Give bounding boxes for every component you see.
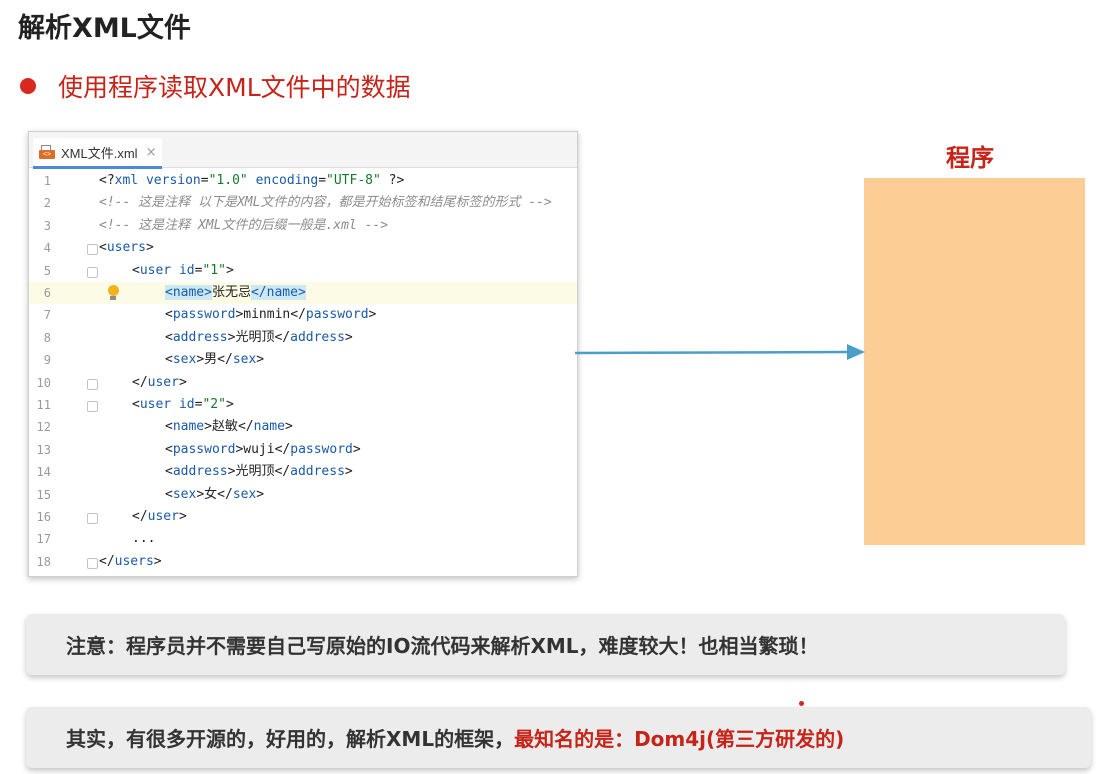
line-number: 18 bbox=[36, 554, 51, 569]
code-line: 18 </users> bbox=[29, 551, 577, 573]
code-text: <sex>男</sex> bbox=[165, 352, 265, 368]
code-line: 2 <!-- 这是注释 以下是XML文件的内容，都是开始标签和结尾标签的形式 --… bbox=[29, 192, 577, 214]
line-number: 10 bbox=[36, 375, 51, 390]
fold-marker-icon[interactable] bbox=[87, 513, 98, 524]
program-title: 程序 bbox=[946, 144, 994, 172]
xml-file-icon: <> bbox=[39, 145, 55, 159]
line-number: 12 bbox=[36, 420, 51, 435]
code-text: <user id="2"> bbox=[132, 397, 234, 412]
code-line: 13 <password>wuji</password> bbox=[29, 439, 577, 461]
fold-marker-icon[interactable] bbox=[87, 378, 98, 390]
line-number: 1 bbox=[43, 174, 51, 188]
code-line: 8 <address>光明顶</address> bbox=[29, 327, 577, 349]
code-editor: <> XML文件.xml × 1 <?xml version="1.0" enco… bbox=[28, 131, 578, 577]
code-text: <password>wuji</password> bbox=[165, 441, 361, 457]
code-line: 11 <user id="2"> bbox=[29, 394, 577, 416]
code-line: 4 <users> bbox=[29, 237, 577, 259]
line-number: 9 bbox=[43, 353, 51, 368]
fold-marker-icon[interactable] bbox=[87, 266, 98, 278]
line-number: 15 bbox=[36, 487, 51, 502]
code-text: <address>光明顶</address> bbox=[165, 464, 353, 480]
code-line: 14 <address>光明顶</address> bbox=[29, 461, 577, 483]
code-text: </user> bbox=[132, 509, 187, 524]
code-text: <user id="1"> bbox=[132, 262, 234, 278]
code-line: 3 <!-- 这是注释 XML文件的后缀一般是.xml --> bbox=[29, 215, 577, 237]
line-number: 4 bbox=[43, 241, 51, 256]
line-number: 2 bbox=[43, 196, 51, 211]
code-text: <name>赵敏</name> bbox=[165, 419, 293, 435]
note-2-highlight: 最知名的是：Dom4j(第三方研发的) bbox=[514, 727, 845, 751]
line-number: 16 bbox=[36, 510, 51, 524]
line-number: 6 bbox=[43, 286, 51, 300]
code-line: 6 <name>张无忌</name> bbox=[29, 282, 577, 304]
note-2-text: 其实，有很多开源的，好用的，解析XML的框架， bbox=[66, 727, 515, 751]
code-line: 1 <?xml version="1.0" encoding="UTF-8" ?> bbox=[29, 170, 577, 192]
line-number: 14 bbox=[36, 465, 51, 480]
code-line: 17... bbox=[29, 528, 577, 550]
fold-marker-icon[interactable] bbox=[87, 557, 98, 569]
code-area[interactable]: 1 <?xml version="1.0" encoding="UTF-8" ?>… bbox=[29, 168, 577, 576]
page-title: 解析XML文件 bbox=[18, 13, 191, 44]
bullet-point: 使用程序读取XML文件中的数据 bbox=[20, 68, 411, 104]
code-text: </user> bbox=[132, 374, 187, 390]
close-icon[interactable]: × bbox=[145, 144, 157, 160]
code-text: <address>光明顶</address> bbox=[165, 329, 353, 345]
lightbulb-icon[interactable] bbox=[107, 285, 119, 301]
code-text: <?xml version="1.0" encoding="UTF-8" ?> bbox=[99, 173, 405, 188]
program-box bbox=[864, 178, 1085, 545]
line-number: 13 bbox=[36, 442, 51, 457]
code-text: <name>张无忌</name> bbox=[165, 285, 306, 300]
code-line: 9 <sex>男</sex> bbox=[29, 349, 577, 371]
tab-label: XML文件.xml bbox=[61, 145, 138, 161]
line-number: 7 bbox=[43, 308, 51, 323]
fold-marker-icon[interactable] bbox=[87, 401, 98, 412]
code-line: 16 </user> bbox=[29, 506, 577, 528]
line-number: 3 bbox=[43, 218, 51, 233]
code-line: 12 <name>赵敏</name> bbox=[29, 416, 577, 438]
note-1-text: 注意：程序员并不需要自己写原始的IO流代码来解析XML，难度较大！也相当繁琐！ bbox=[66, 634, 819, 658]
fold-marker-icon[interactable] bbox=[87, 244, 98, 256]
code-text: <sex>女</sex> bbox=[165, 486, 265, 502]
line-number: 11 bbox=[36, 398, 51, 412]
bullet-dot-icon bbox=[20, 78, 36, 94]
editor-tab-bar: <> XML文件.xml × bbox=[29, 132, 577, 169]
code-text: <users> bbox=[99, 240, 154, 256]
code-text: ... bbox=[132, 531, 156, 547]
note-banner-2: 其实，有很多开源的，好用的，解析XML的框架，最知名的是：Dom4j(第三方研发… bbox=[26, 707, 1091, 768]
code-text: </users> bbox=[99, 553, 162, 569]
line-number: 5 bbox=[43, 263, 51, 278]
code-text: <!-- 这是注释 XML文件的后缀一般是.xml --> bbox=[99, 217, 389, 233]
code-line: 5 <user id="1"> bbox=[29, 260, 577, 282]
code-text: <!-- 这是注释 以下是XML文件的内容，都是开始标签和结尾标签的形式 --> bbox=[99, 195, 552, 211]
note-banner-1: 注意：程序员并不需要自己写原始的IO流代码来解析XML，难度较大！也相当繁琐！ bbox=[26, 614, 1065, 675]
code-line: 10 </user> bbox=[29, 372, 577, 394]
line-number: 8 bbox=[43, 330, 51, 345]
arrow-icon bbox=[575, 344, 865, 360]
code-text: <password>minmin</password> bbox=[165, 307, 377, 323]
bullet-text: 使用程序读取XML文件中的数据 bbox=[58, 73, 411, 102]
code-line: 7 <password>minmin</password> bbox=[29, 304, 577, 326]
tab-xml-file[interactable]: <> XML文件.xml × bbox=[33, 138, 163, 169]
code-line: 15 <sex>女</sex> bbox=[29, 484, 577, 506]
line-number: 17 bbox=[36, 532, 51, 547]
red-dot-marker bbox=[799, 701, 804, 706]
